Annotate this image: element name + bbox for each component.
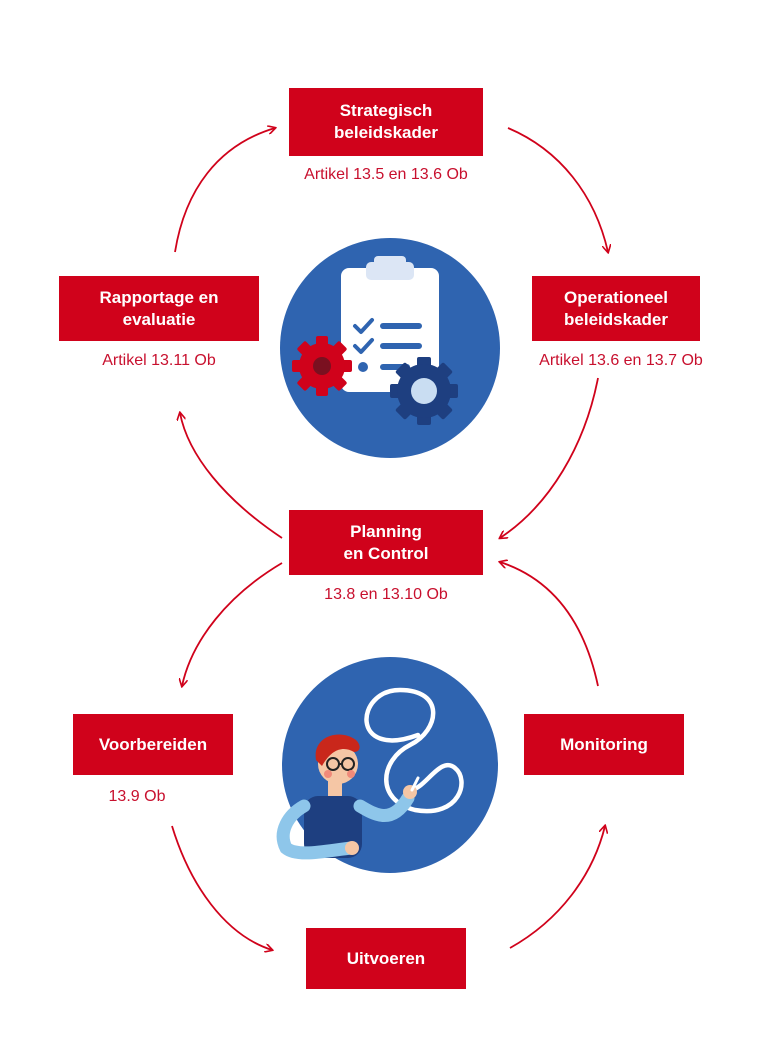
voorbereiden-label: Voorbereiden <box>98 734 208 754</box>
planning-line2: en Control <box>343 543 429 563</box>
rapportage-article: Artikel 13.11 Ob <box>102 352 216 369</box>
operationeel-beleidskader-box: Operationeel beleidskader <box>532 276 700 341</box>
arrow-planning-to-rapportage <box>180 413 283 539</box>
monitoring-label: Monitoring <box>560 734 648 754</box>
rapportage-line1: Rapportage en <box>99 287 219 307</box>
arrow-voorbereiden-to-uitvoeren <box>171 825 272 950</box>
strategisch-line2: beleidskader <box>334 123 438 142</box>
planning-control-box: Planning en Control <box>289 510 483 575</box>
clipboard-checklist-with-gears-icon <box>280 238 500 458</box>
operationeel-line2: beleidskader <box>564 309 668 329</box>
uitvoeren-label: Uitvoeren <box>346 948 426 968</box>
planning-line1: Planning <box>350 521 422 541</box>
arrow-operationeel-to-planning <box>500 377 599 538</box>
operationeel-line1: Operationeel <box>564 287 668 307</box>
rapportage-line2: evaluatie <box>122 309 196 329</box>
rapportage-evaluatie-box: Rapportage en evaluatie <box>59 276 259 341</box>
arrow-planning-to-voorbereiden <box>182 562 283 686</box>
strategisch-beleidskader-box: Strategisch beleidskader <box>289 88 483 156</box>
uitvoeren-box: Uitvoeren <box>306 928 466 989</box>
arrow-monitoring-to-planning <box>500 562 599 687</box>
arrow-strategisch-to-operationeel <box>507 127 608 252</box>
planning-article: 13.8 en 13.10 Ob <box>324 586 448 603</box>
arrow-rapportage-to-strategisch <box>174 128 275 253</box>
voorbereiden-box: Voorbereiden <box>73 714 233 775</box>
monitoring-box: Monitoring <box>524 714 684 775</box>
strategisch-line1: Strategisch <box>339 101 433 120</box>
strategisch-article: Artikel 13.5 en 13.6 Ob <box>304 166 468 183</box>
voorbereiden-article: 13.9 Ob <box>108 788 166 805</box>
teacher-drawing-figure-eight-icon <box>276 657 498 873</box>
arrow-uitvoeren-to-monitoring <box>509 826 605 949</box>
operationeel-article: Artikel 13.6 en 13.7 Ob <box>539 352 703 369</box>
